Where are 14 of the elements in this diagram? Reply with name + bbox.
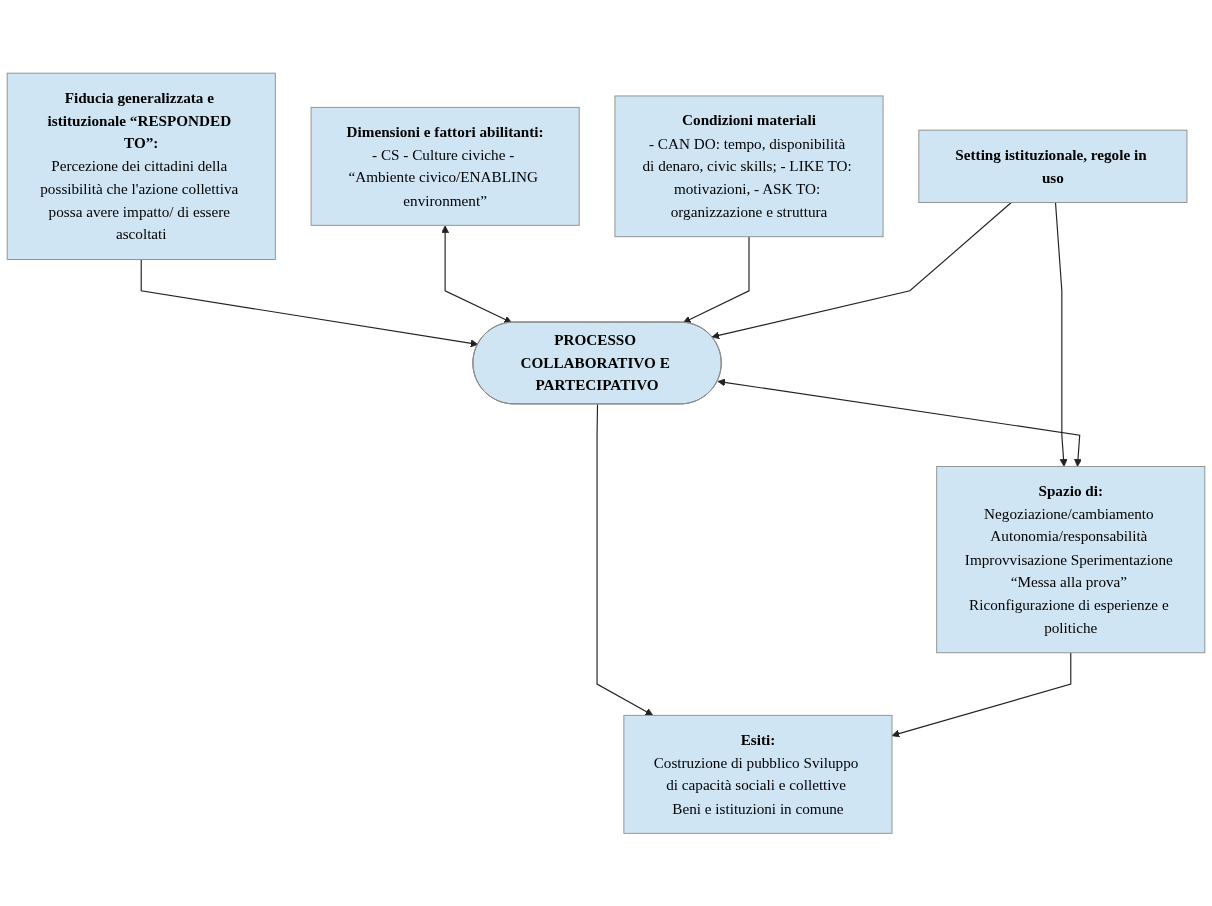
arrow [711, 201, 1012, 339]
arrow [596, 403, 654, 716]
node-box: Setting istituzionale, regole in uso [918, 129, 1188, 203]
node-box: Fiducia generalizzata e istituzionale “RESPONDED TO”: Percezione dei cittadini della possibilità che l'azione collettiva possa avere impatto/ di essere ascoltati [6, 72, 276, 260]
node-box: Dimensioni e fattori abilitanti: - CS - Culture civiche - “Ambiente civico/ENABLING environment” [310, 106, 580, 226]
arrow [717, 378, 1082, 467]
arrow [683, 235, 750, 323]
node-box: Spazio di: Negoziazione/cambiamento Autonomia/responsabilità Improvvisazione Sperimentazione “Messa alla prova” Riconfigurazione di esperienze e politiche [936, 465, 1206, 653]
arrow [1054, 201, 1068, 467]
arrow [441, 225, 512, 323]
arrow [891, 651, 1072, 738]
arrow [140, 258, 479, 347]
node-box: Condizioni materiali - CAN DO: tempo, disponibilità di denaro, civic skills; - LIKE TO: motivazioni, - ASK TO: organizzazione e struttura [614, 95, 884, 237]
node-box: Esiti: Costruzione di pubblico Sviluppo di capacità sociali e collettive Beni e istituzioni in comune [623, 714, 893, 834]
